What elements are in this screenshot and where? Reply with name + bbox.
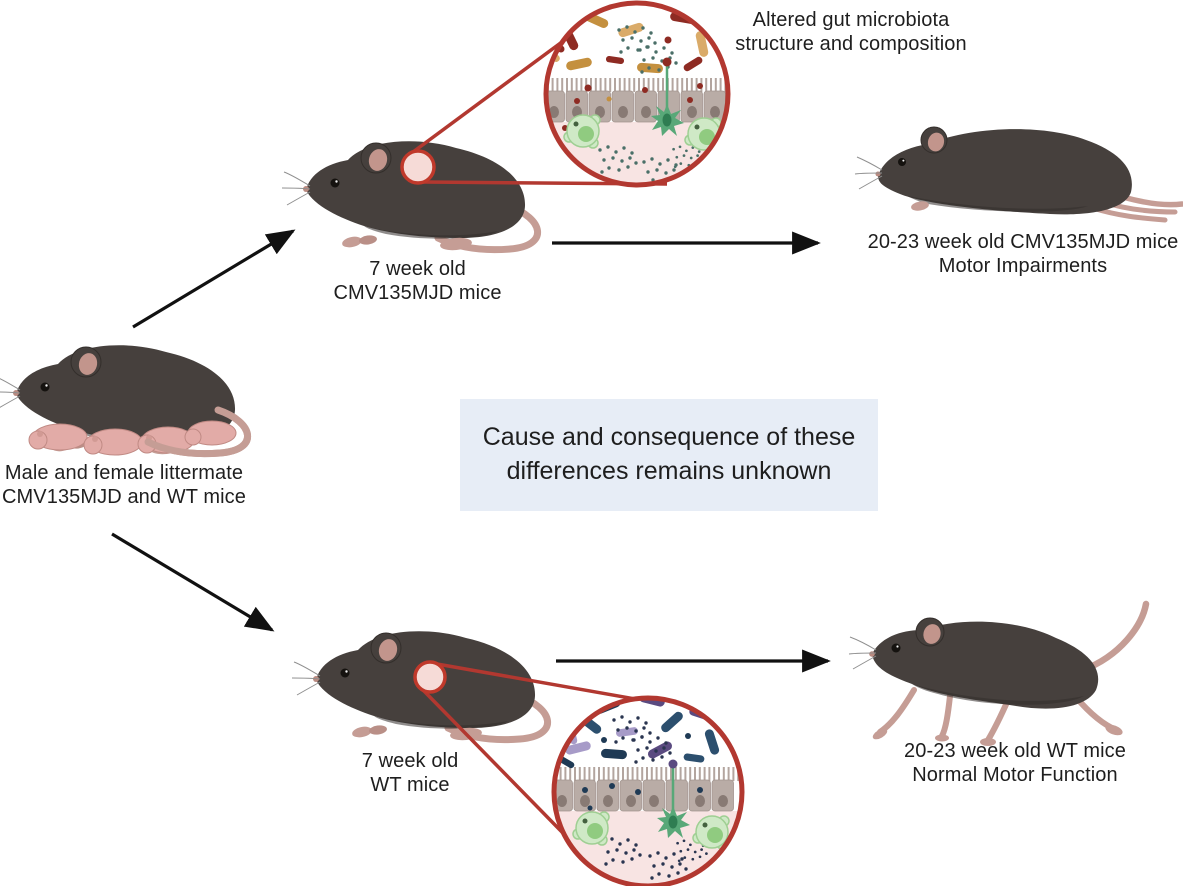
biopsy-spot-bottom — [413, 660, 447, 694]
aged-cmv-mouse-illustration — [854, 126, 1183, 223]
epithelium-layer-bottom — [554, 767, 742, 812]
label-aged-cmv: 20-23 week old CMV135MJD mice Motor Impa… — [867, 231, 1179, 278]
arrow-to-cmv-branch — [132, 229, 296, 329]
label-parents: Male and female littermate CMV135MJD and… — [1, 462, 246, 509]
epithelium-layer-top — [546, 78, 728, 123]
label-aged-wt: 20-23 week old WT mice Normal Motor Func… — [904, 740, 1126, 787]
pups-illustration — [28, 420, 237, 456]
gut-magnifier-top — [543, 0, 731, 188]
label-young-wt: 7 week old WT mice — [361, 750, 459, 797]
aged-wt-mouse-illustration — [848, 600, 1150, 746]
bacteria-normal — [556, 698, 721, 880]
mother-tail — [144, 406, 252, 458]
immune-cells-top — [563, 57, 722, 152]
arrow-to-wt-branch — [111, 532, 275, 632]
magnifier-top-ring — [543, 0, 731, 188]
center-note-box: Cause and consequence of these differenc… — [460, 399, 878, 511]
mother-mouse-illustration — [0, 345, 248, 455]
biopsy-spot-top — [400, 149, 436, 185]
center-note-text: Cause and consequence of these differenc… — [482, 423, 856, 485]
immune-cells-bottom — [572, 759, 730, 850]
label-young-cmv: 7 week old CMV135MJD mice — [333, 258, 502, 305]
magnifier-bottom-ring — [551, 695, 745, 886]
gut-magnifier-bottom — [551, 695, 745, 886]
magnifier-top-caption: Altered gut microbiota structure and com… — [735, 9, 967, 56]
